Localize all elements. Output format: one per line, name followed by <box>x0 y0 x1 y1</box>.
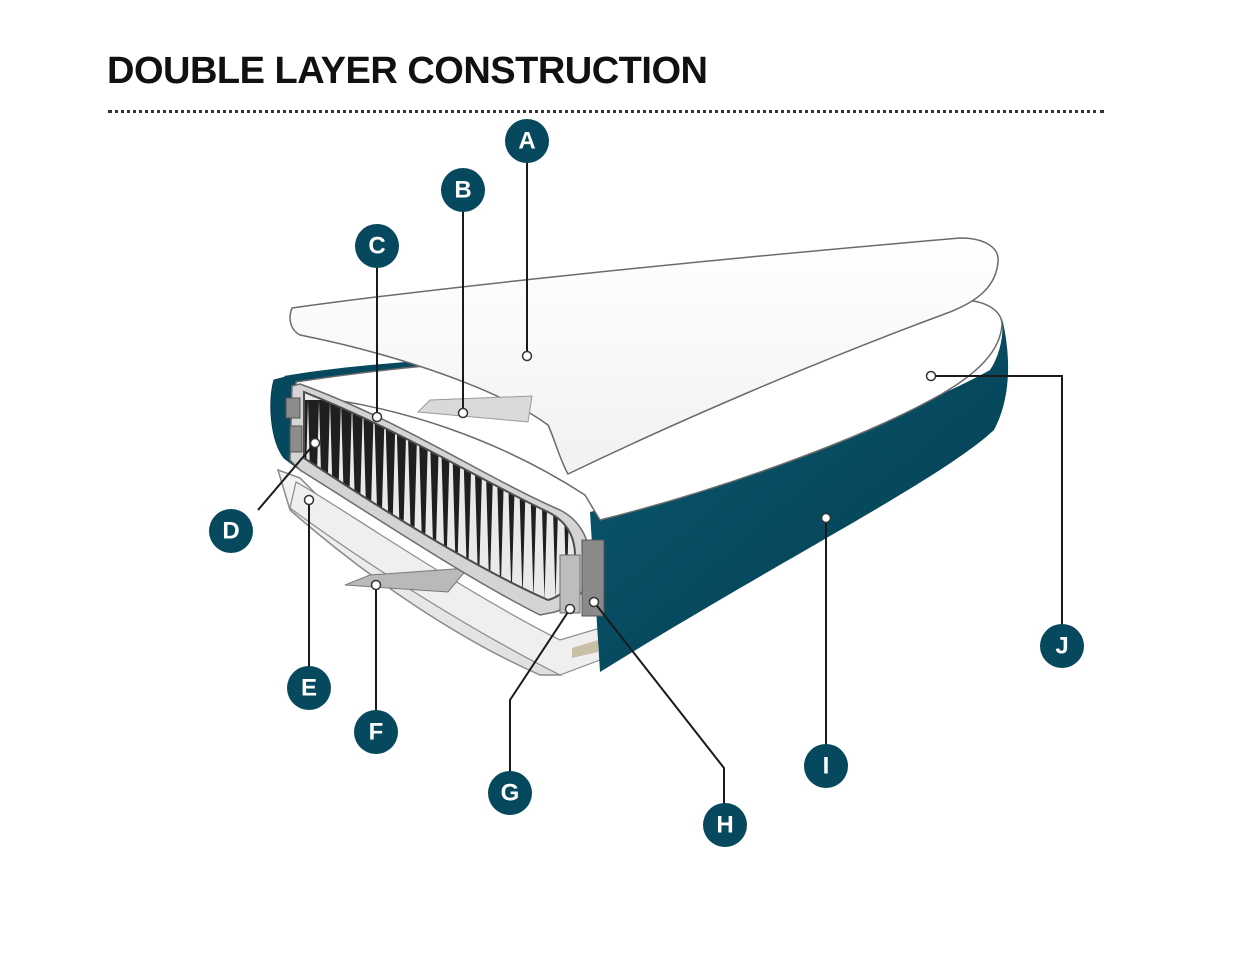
callout-f-badge <box>354 710 398 754</box>
callout-f: F <box>354 710 398 754</box>
leader-lines <box>257 160 1063 805</box>
callout-i-letter: I <box>823 753 830 780</box>
callout-e-badge <box>287 666 331 710</box>
callout-c-letter: C <box>368 233 385 260</box>
dot-g <box>564 603 576 615</box>
dot-j <box>925 370 937 382</box>
callout-j-letter: J <box>1055 633 1068 660</box>
leader-line-d <box>257 442 316 511</box>
leader-line-j <box>931 375 1063 625</box>
dot-f <box>370 579 382 591</box>
leader-dots <box>303 350 937 615</box>
callout-b-letter: B <box>454 177 471 204</box>
callout-d-badge <box>209 509 253 553</box>
leader-line-h <box>593 601 725 805</box>
callout-i-badge <box>804 744 848 788</box>
callout-a-letter: A <box>518 128 535 155</box>
callout-a-badge <box>505 119 549 163</box>
page-title: DOUBLE LAYER CONSTRUCTION <box>107 50 708 92</box>
inner-block-left-top <box>285 397 301 419</box>
callout-h: H <box>703 803 747 847</box>
dot-d <box>309 437 321 449</box>
callout-d: D <box>209 509 253 553</box>
rail-band <box>590 318 1009 672</box>
callout-g-letter: G <box>501 780 520 807</box>
dot-a <box>521 350 533 362</box>
callout-c: C <box>355 224 399 268</box>
callout-j: J <box>1040 624 1084 668</box>
callout-f-letter: F <box>369 719 384 746</box>
dot-h <box>588 596 600 608</box>
callout-b-badge <box>441 168 485 212</box>
callout-b: B <box>441 168 485 212</box>
callout-g-badge <box>488 771 532 815</box>
dot-c <box>371 411 383 423</box>
inner-block-left-bottom <box>289 425 303 453</box>
dot-b <box>457 407 469 419</box>
callout-a: A <box>505 119 549 163</box>
callout-e: E <box>287 666 331 710</box>
callout-j-badge <box>1040 624 1084 668</box>
dot-e <box>303 494 315 506</box>
bottom-seam-strip <box>572 640 598 658</box>
callout-h-badge <box>703 803 747 847</box>
deck-reinforcement-strip <box>416 395 533 423</box>
dotted-divider <box>108 110 1104 113</box>
inner-block-right <box>581 539 605 617</box>
leader-line-g <box>509 608 571 773</box>
dot-i <box>820 512 832 524</box>
callout-h-letter: H <box>716 812 733 839</box>
callout-g: G <box>488 771 532 815</box>
callout-e-letter: E <box>301 675 317 702</box>
top-deck-layer <box>289 237 999 475</box>
callout-i: I <box>804 744 848 788</box>
callout-d-letter: D <box>222 518 239 545</box>
callout-c-badge <box>355 224 399 268</box>
